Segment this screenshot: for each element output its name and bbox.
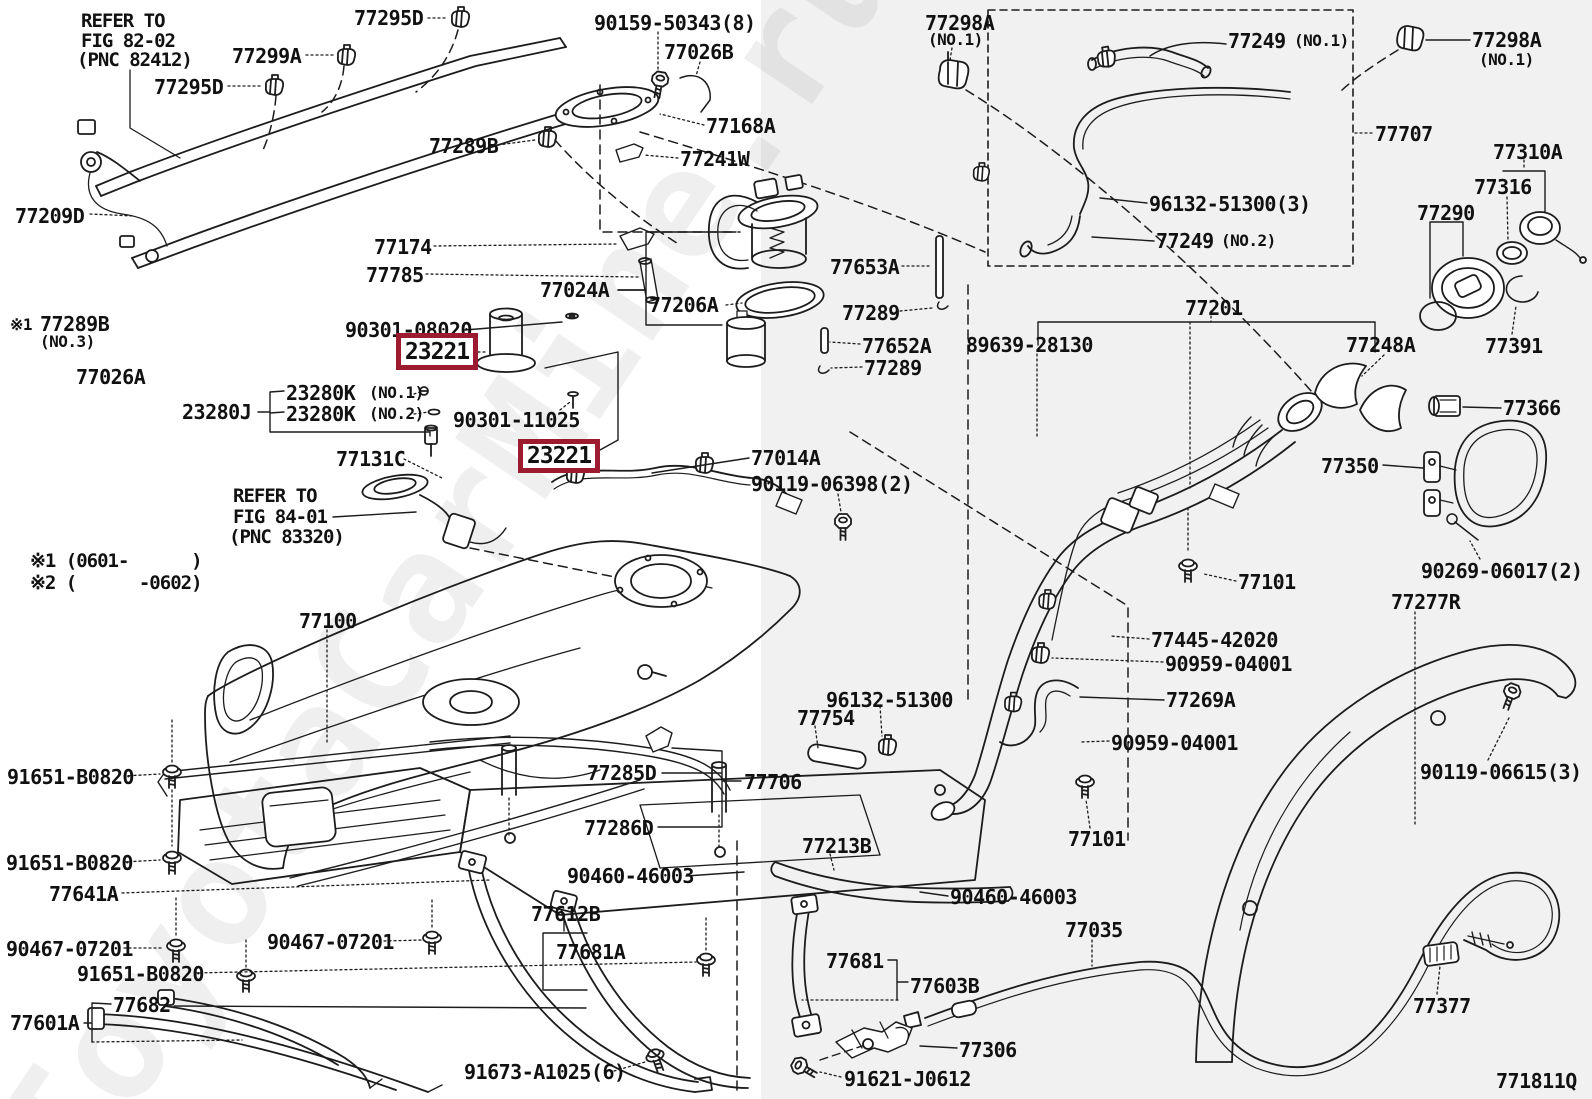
part-number-label[interactable]: 77298A [1472, 28, 1542, 52]
part-number-label[interactable]: 90119-06615(3) [1420, 760, 1582, 784]
part-number-label[interactable]: 91621-J0612 [844, 1067, 971, 1091]
part-number-label[interactable]: 77377 [1413, 994, 1471, 1018]
part-number-label[interactable]: 90269-06017(2) [1421, 559, 1583, 583]
part-number-label[interactable]: 77295D [154, 75, 224, 99]
part-number-label[interactable]: 77706 [744, 770, 802, 794]
part-number-label[interactable]: 77652A [862, 334, 932, 358]
diagram-note: FIG 82-02 [81, 30, 176, 52]
part-number-label[interactable]: 77289B [40, 312, 110, 336]
part-number-label[interactable]: 77785 [366, 263, 424, 287]
diagram-note: ※1 (0601- ) [30, 550, 203, 572]
part-number-label[interactable]: 77445-42020 [1151, 628, 1278, 652]
part-number-label[interactable]: 77316 [1474, 175, 1532, 199]
part-number-label[interactable]: 90959-04001 [1165, 652, 1292, 676]
part-number-label[interactable]: 77641A [49, 882, 119, 906]
part-number-label[interactable]: 77286D [584, 816, 654, 840]
part-number-label[interactable]: 77289 [842, 301, 900, 325]
part-number-label[interactable]: 77024A [540, 278, 610, 302]
part-number-label[interactable]: 77100 [299, 609, 357, 633]
part-number-label[interactable]: 96132-51300(3) [1149, 192, 1311, 216]
part-number-label[interactable]: 77277R [1391, 590, 1461, 614]
part-number-label[interactable]: 77174 [374, 235, 432, 259]
diagram-note: REFER TO [233, 485, 318, 507]
part-number-label[interactable]: 77754 [797, 706, 855, 730]
part-number-label[interactable]: (NO.1) [1479, 50, 1534, 69]
part-number-label[interactable]: 77269A [1166, 688, 1236, 712]
part-number-label[interactable]: 89639-28130 [966, 333, 1093, 357]
part-number-label[interactable]: 90119-06398(2) [751, 472, 913, 496]
part-number-label[interactable]: 77682 [113, 993, 171, 1017]
part-number-label[interactable]: 90467-07201 [6, 937, 133, 961]
part-number-label[interactable]: 77206A [649, 293, 719, 317]
part-number-label[interactable]: 90159-50343(8) [594, 11, 756, 35]
part-number-label[interactable]: (NO.2) [1221, 231, 1276, 250]
part-number-label[interactable]: 77131C [336, 447, 406, 471]
part-number-label[interactable]: 77707 [1375, 122, 1433, 146]
part-number-label[interactable]: 77026A [76, 365, 146, 389]
part-number-label[interactable]: 77603B [910, 974, 980, 998]
diagram-note: 771811Q [1496, 1069, 1577, 1093]
part-number-label[interactable]: 90301-11025 [453, 408, 580, 432]
part-number-label[interactable]: 77290 [1417, 201, 1475, 225]
part-number-label[interactable]: 77681 [826, 949, 884, 973]
part-number-label[interactable]: 77249 [1156, 229, 1214, 253]
part-number-label[interactable]: 91651-B0820 [7, 765, 134, 789]
part-number-label[interactable]: 77298A [925, 11, 995, 35]
diagram-note: FIG 84-01 [233, 506, 328, 528]
part-number-label[interactable]: 91673-A1025(6) [464, 1060, 626, 1084]
part-number-label[interactable]: 90460-46003 [950, 885, 1077, 909]
background-panel [761, 0, 1592, 1099]
part-number-label[interactable]: (NO.1) [369, 383, 424, 402]
part-number-label[interactable]: 77391 [1485, 334, 1543, 358]
part-number-label[interactable]: 77285D [587, 761, 657, 785]
part-number-label[interactable]: 77601A [10, 1011, 80, 1035]
part-number-label[interactable]: 23280J [182, 400, 252, 424]
highlighted-part-number-label[interactable]: 23221 [518, 439, 600, 473]
part-number-label[interactable]: 77014A [751, 446, 821, 470]
diagram-note: ※2 ( -0602) [30, 572, 203, 594]
part-number-label[interactable]: 77026B [664, 40, 734, 64]
part-number-label[interactable]: 77299A [232, 44, 302, 68]
part-number-label[interactable]: 77612B [531, 902, 601, 926]
part-number-label[interactable]: 91651-B0820 [6, 851, 133, 875]
part-number-label[interactable]: 23280K [286, 402, 356, 426]
diagram-note: (PNC 82412) [77, 49, 193, 71]
part-number-label[interactable]: 77306 [959, 1038, 1017, 1062]
part-number-label[interactable]: 77249 [1228, 29, 1286, 53]
part-number-label[interactable]: (NO.2) [369, 404, 424, 423]
part-number-label[interactable]: 77201 [1185, 296, 1243, 320]
part-number-label[interactable]: 77035 [1065, 918, 1123, 942]
diagram-note: (PNC 83320) [229, 526, 345, 548]
part-number-label[interactable]: 77350 [1321, 454, 1379, 478]
part-number-label[interactable]: 77248A [1346, 333, 1416, 357]
part-number-label[interactable]: 77289 [864, 356, 922, 380]
part-number-label[interactable]: 77681A [556, 940, 626, 964]
part-number-label[interactable]: 77366 [1503, 396, 1561, 420]
part-number-label[interactable]: (NO.1) [928, 30, 983, 49]
part-number-label[interactable]: 90467-07201 [267, 930, 394, 954]
highlighted-part-number-label[interactable]: 23221 [396, 333, 478, 370]
part-number-label[interactable]: 77289B [429, 134, 499, 158]
part-number-label[interactable]: 96132-51300 [826, 688, 953, 712]
part-number-label[interactable]: (NO.1) [1294, 31, 1349, 50]
part-number-label[interactable]: 90460-46003 [567, 864, 694, 888]
part-number-label[interactable]: (NO.3) [40, 332, 95, 351]
diagram-note: ※1 [10, 315, 33, 334]
part-number-label[interactable]: 77168A [706, 114, 776, 138]
part-number-label[interactable]: 77241W [680, 147, 750, 171]
part-number-label[interactable]: 77310A [1493, 140, 1563, 164]
part-number-label[interactable]: 77653A [830, 255, 900, 279]
part-number-label[interactable]: 77101 [1068, 827, 1126, 851]
part-number-label[interactable]: 77101 [1238, 570, 1296, 594]
part-number-label[interactable]: 77209D [15, 204, 85, 228]
part-number-label[interactable]: 77295D [354, 6, 424, 30]
part-number-label[interactable]: 90959-04001 [1111, 731, 1238, 755]
part-number-label[interactable]: 77213B [802, 834, 872, 858]
part-number-label[interactable]: 23280K [286, 381, 356, 405]
part-number-label[interactable]: 91651-B0820 [77, 962, 204, 986]
diagram-note: REFER TO [81, 10, 166, 32]
